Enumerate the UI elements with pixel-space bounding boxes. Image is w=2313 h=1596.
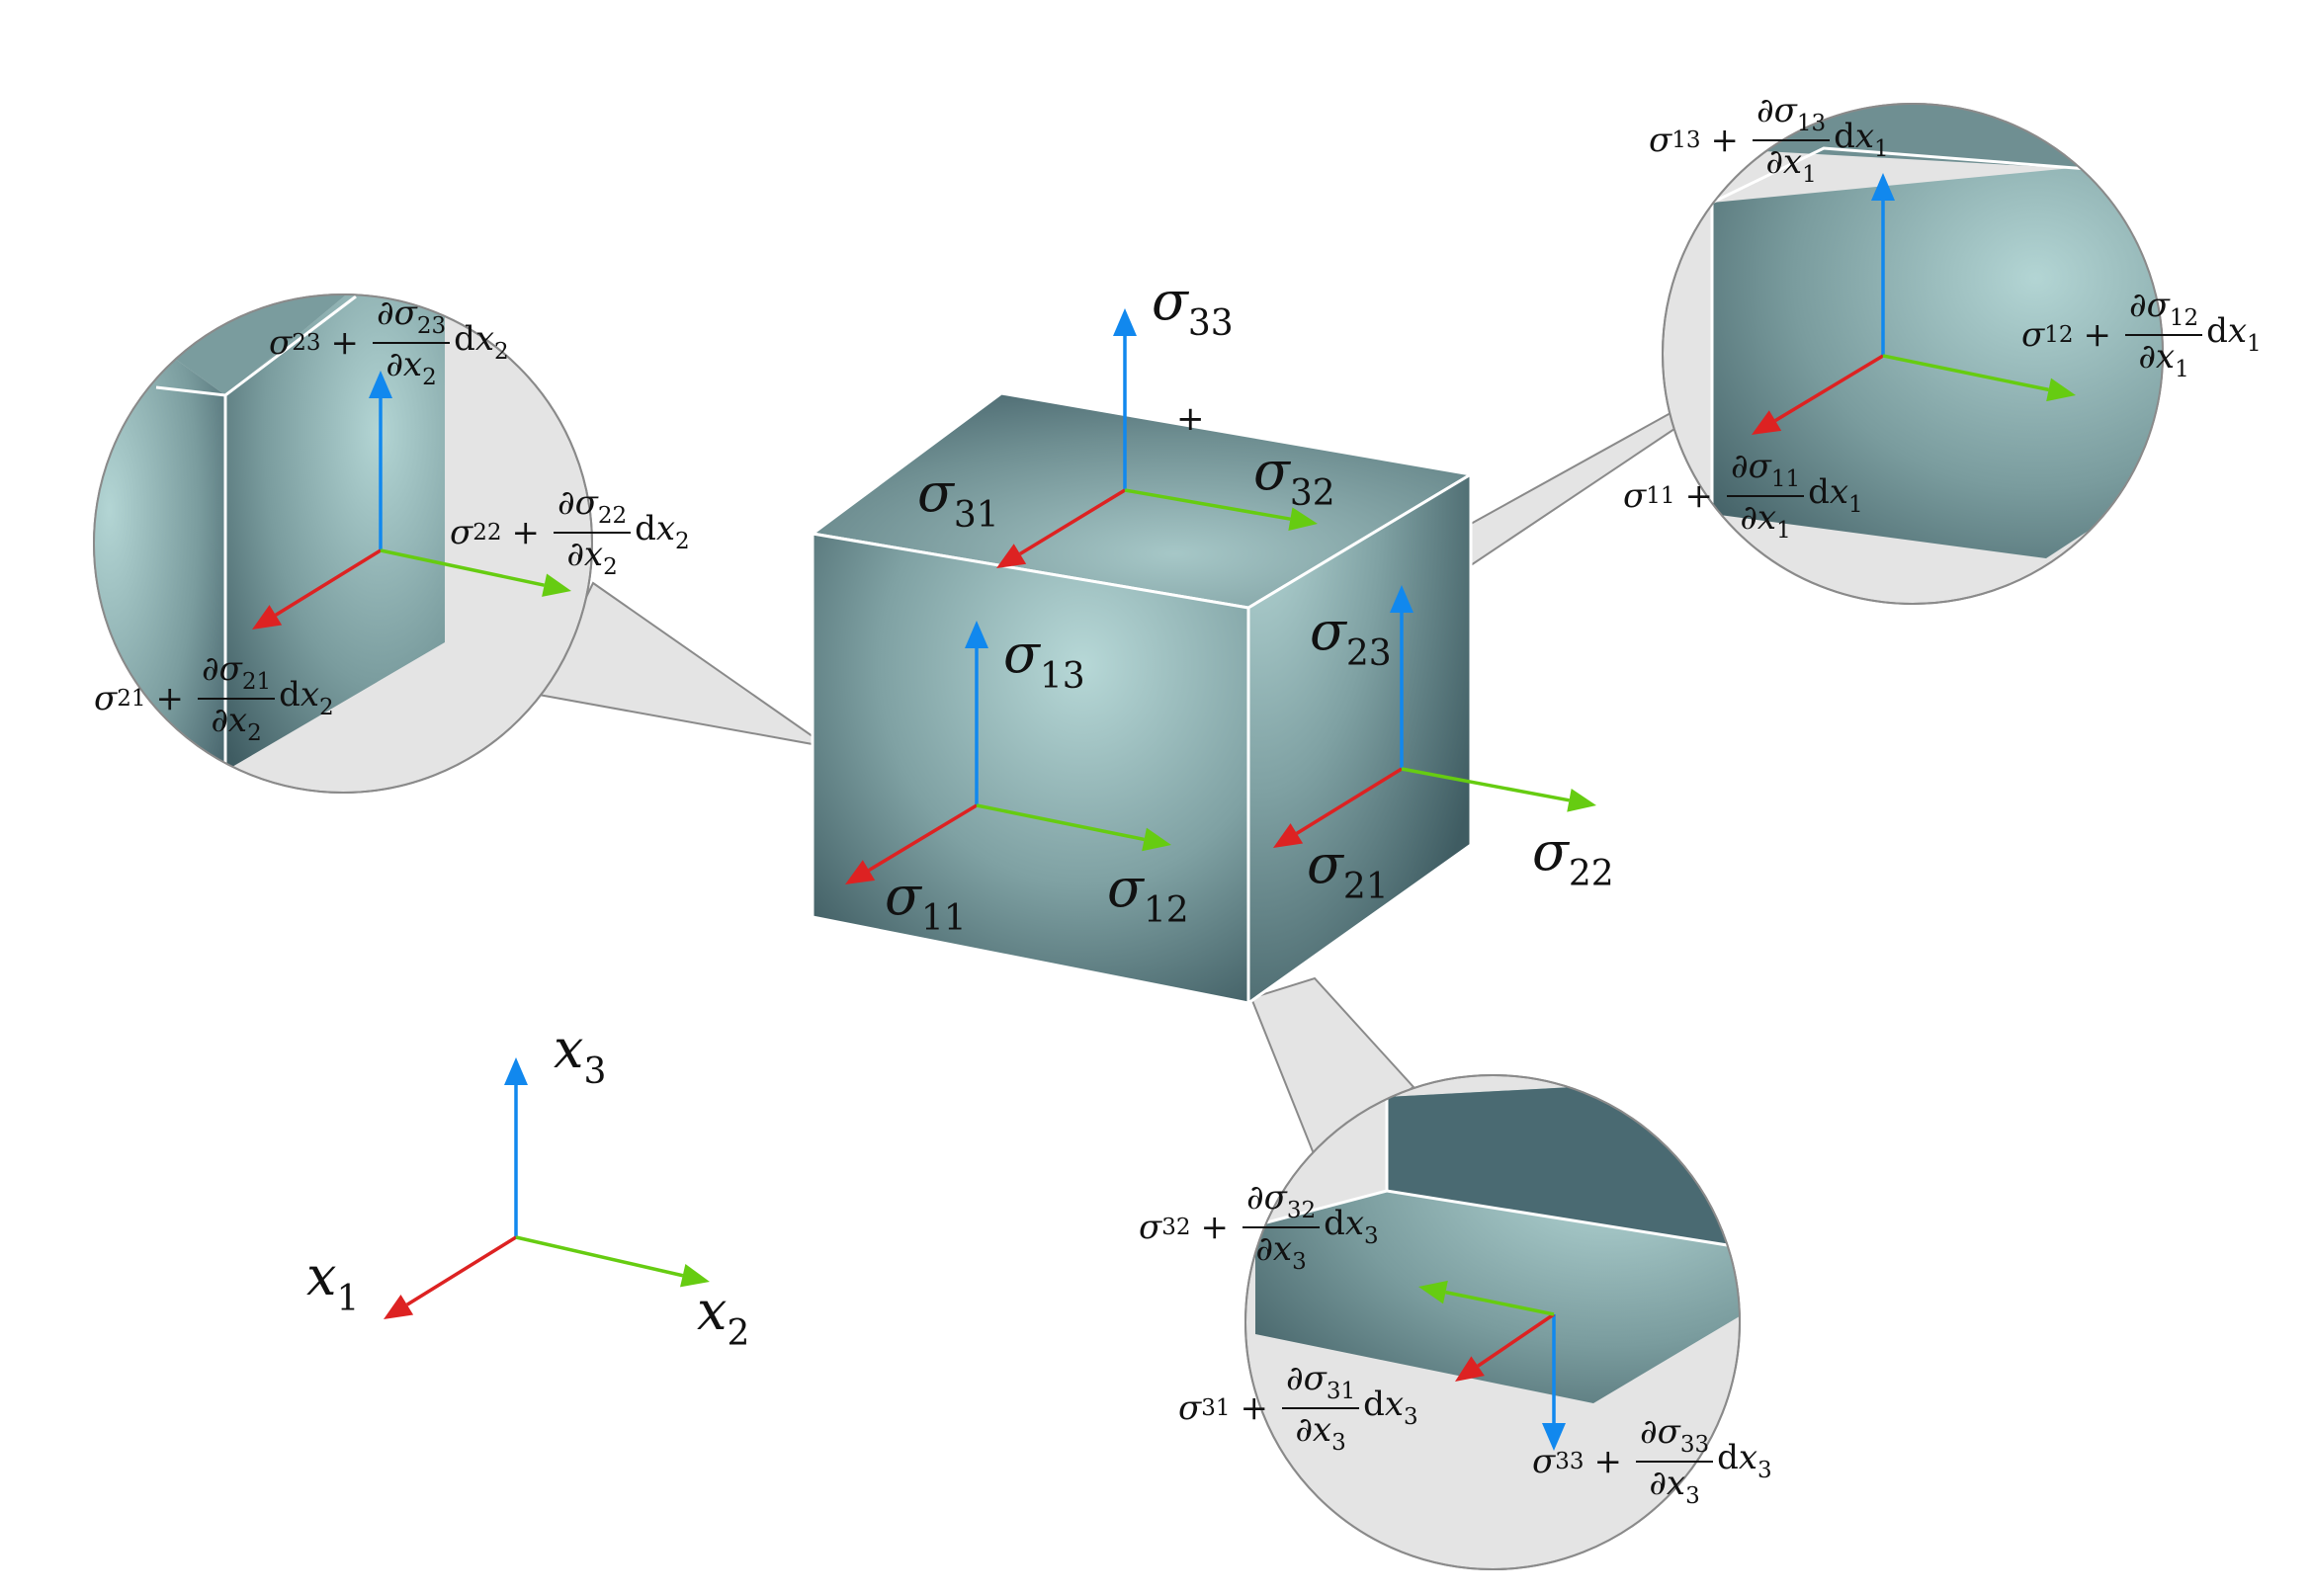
label-sigma-13: σ13: [1003, 623, 1085, 698]
cube-front-face: [811, 532, 1250, 1005]
label-sigma-21: σ21: [1307, 833, 1389, 908]
arrow-sigma-12: [976, 803, 1171, 852]
arrow-left-sigma-23: [369, 371, 392, 550]
arrow-sigma-22: [1401, 767, 1596, 812]
label-sigma-11: σ11: [885, 865, 967, 940]
arrow-sigma-11: [845, 803, 978, 884]
top-plus-mark: +: [1176, 399, 1205, 439]
label-sigma-31: σ31: [917, 462, 999, 537]
callout-left: [93, 294, 814, 794]
label-x3: x3: [554, 1018, 607, 1093]
stress-cube: [809, 391, 1476, 1006]
arrow-x2: [515, 1235, 710, 1288]
arrow-bottom-sigma-33: [1542, 1314, 1566, 1451]
arrow-bottom-sigma-32: [1418, 1280, 1555, 1316]
arrow-sigma-23: [1390, 585, 1414, 769]
arrow-right-sigma-12: [1882, 354, 2076, 402]
arrow-left-sigma-21: [252, 548, 382, 630]
cube-right-face: [1246, 471, 1473, 1006]
label-sigma-12: σ12: [1107, 857, 1189, 932]
label-sigma-33: σ33: [1152, 270, 1234, 345]
label-sigma-23: σ23: [1310, 600, 1392, 675]
arrow-bottom-sigma-31: [1455, 1312, 1555, 1382]
callout-bottom: [1244, 976, 1741, 1570]
label-sigma-32: σ32: [1253, 440, 1335, 515]
arrow-x3: [504, 1057, 528, 1237]
arrow-right-sigma-13: [1871, 173, 1895, 356]
arrow-sigma-21: [1273, 767, 1403, 848]
label-x2: x2: [697, 1280, 750, 1355]
label-x1: x1: [306, 1245, 360, 1320]
arrow-x1: [384, 1235, 517, 1319]
arrow-sigma-32: [1124, 488, 1318, 532]
label-sigma-22: σ22: [1532, 820, 1614, 895]
arrow-layer: [252, 173, 2076, 1451]
arrow-sigma-31: [996, 488, 1126, 568]
arrow-sigma-13: [965, 621, 988, 805]
arrow-sigma-33: [1113, 308, 1137, 490]
arrow-right-sigma-11: [1752, 354, 1884, 435]
arrow-left-sigma-22: [380, 548, 571, 597]
